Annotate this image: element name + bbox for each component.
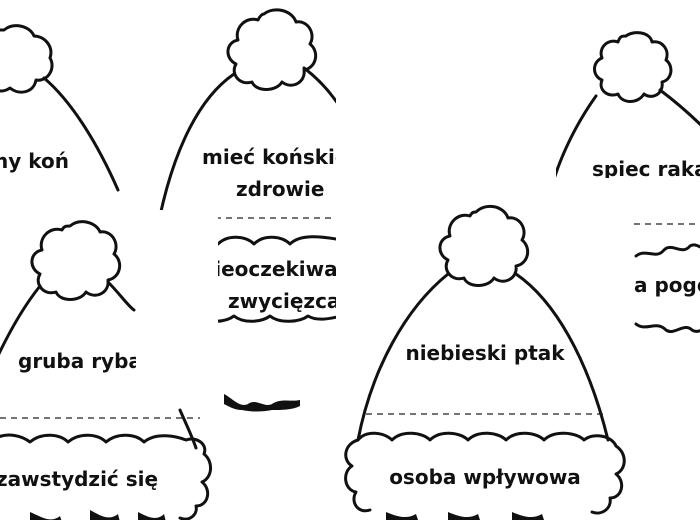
brim-shadow (386, 512, 544, 520)
pompom-icon (593, 31, 673, 103)
hat-question-text: gruba ryba (18, 349, 136, 373)
hat-question-text: ny koń (0, 149, 69, 173)
hat-drawing (0, 220, 212, 520)
hat-brim (344, 431, 626, 515)
hat-question-text-line1: mieć końskie (202, 145, 336, 169)
hat-answer-text: a pogo (634, 273, 700, 297)
hat-card-gruba-ryba: gruba ryba zawstydzić się (0, 210, 218, 520)
brim-shadow (30, 510, 166, 520)
hat-question-text: spiec raka (592, 157, 700, 181)
hat-brim (0, 433, 212, 520)
hat-question-text: niebieski ptak (405, 341, 565, 365)
hat-drawing (0, 24, 120, 192)
hat-question-text-line2: zdrowie (236, 177, 325, 201)
hat-card-niebieski-ptak: niebieski ptak osoba wpływowa (336, 178, 634, 520)
hat-answer-text-line1: nieoczekiwa (200, 257, 336, 281)
hat-answer-text: zawstydzić się (0, 467, 159, 491)
hat-card-top-left: ny koń (0, 0, 150, 240)
pompom-icon (438, 204, 530, 287)
hat-answer-text: osoba wpływowa (389, 465, 581, 489)
pompom-icon (0, 24, 54, 94)
pompom-icon (226, 8, 318, 91)
pompom-icon (30, 220, 122, 301)
hat-drawing (344, 204, 626, 520)
hat-answer-text-line2: zwycięzca (228, 289, 336, 313)
brim-shadow (224, 394, 300, 412)
